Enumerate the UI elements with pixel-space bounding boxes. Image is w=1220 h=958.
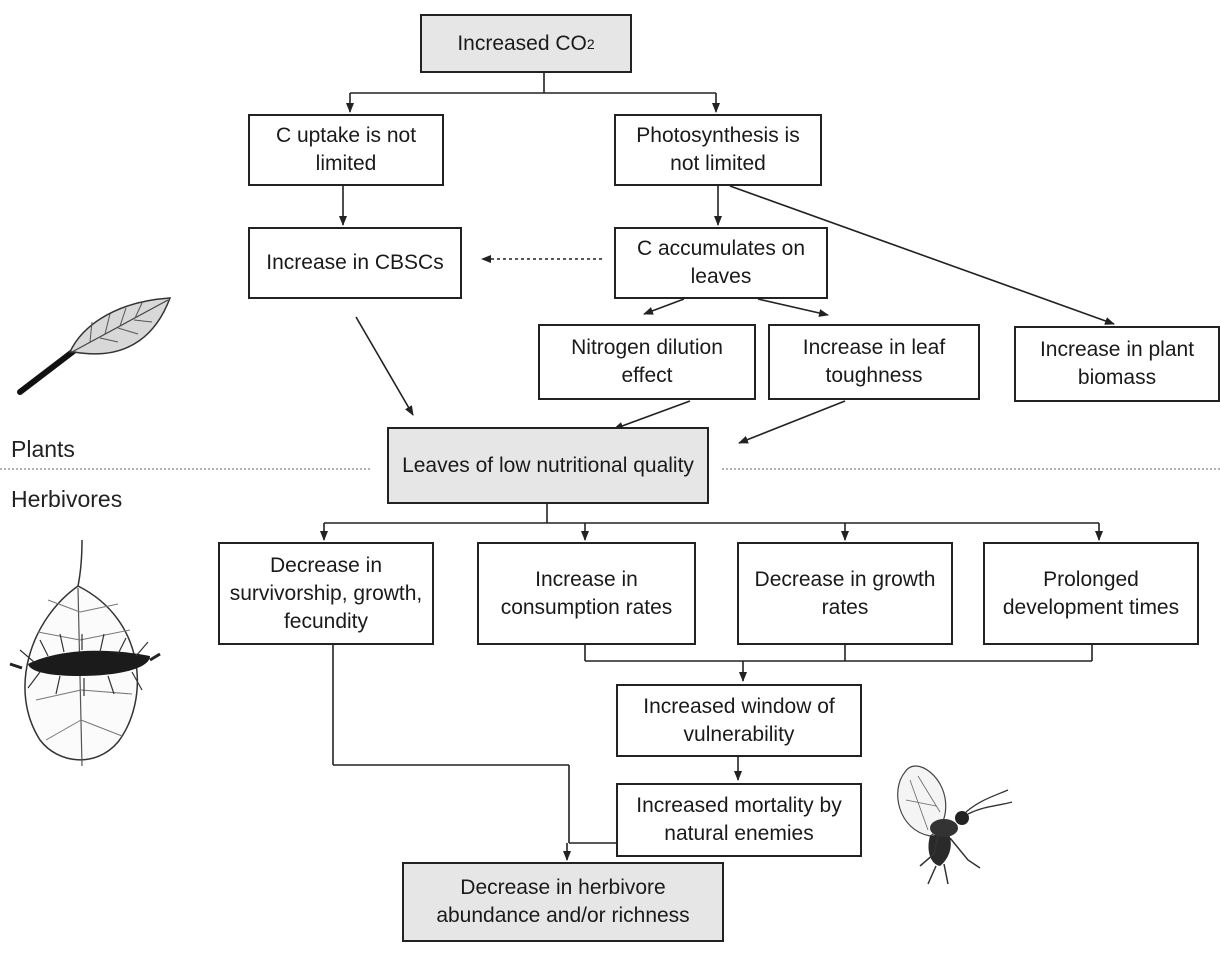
- plants-label: Plants: [11, 436, 75, 462]
- birch-leaf-icon: [17, 297, 172, 395]
- low-nutritional-quality-box: Leaves of low nutritional quality: [387, 427, 709, 504]
- increase-cbscs-box: Increase in CBSCs: [248, 227, 462, 299]
- caterpillar-on-leaf-icon: [9, 539, 161, 767]
- decrease-herbivore-box: Decrease in herbivore abundance and/or r…: [402, 862, 724, 942]
- increased-co2-text: Increased CO: [457, 31, 587, 55]
- photosynthesis-box: Photosynthesis is not limited: [614, 114, 822, 186]
- increase-consumption-box: Increase in consumption rates: [477, 542, 696, 645]
- parasitoid-wasp-icon: [897, 765, 1013, 885]
- mortality-enemies-box: Increased mortality by natural enemies: [616, 783, 862, 857]
- co2-subscript: 2: [586, 35, 595, 52]
- nitrogen-dilution-box: Nitrogen dilution effect: [538, 324, 756, 400]
- c-uptake-box: C uptake is not limited: [248, 114, 444, 186]
- plant-biomass-box: Increase in plant biomass: [1014, 326, 1220, 402]
- decrease-growth-box: Decrease in growth rates: [737, 542, 953, 645]
- herbivores-label: Herbivores: [11, 486, 123, 512]
- c-accumulates-box: C accumulates on leaves: [614, 227, 828, 299]
- leaf-toughness-box: Increase in leaf toughness: [768, 324, 980, 400]
- decrease-survivorship-box: Decrease in survivorship, growth, fecund…: [218, 542, 434, 645]
- window-vulnerability-box: Increased window of vulnerability: [616, 684, 862, 757]
- prolonged-development-box: Prolonged development times: [983, 542, 1199, 645]
